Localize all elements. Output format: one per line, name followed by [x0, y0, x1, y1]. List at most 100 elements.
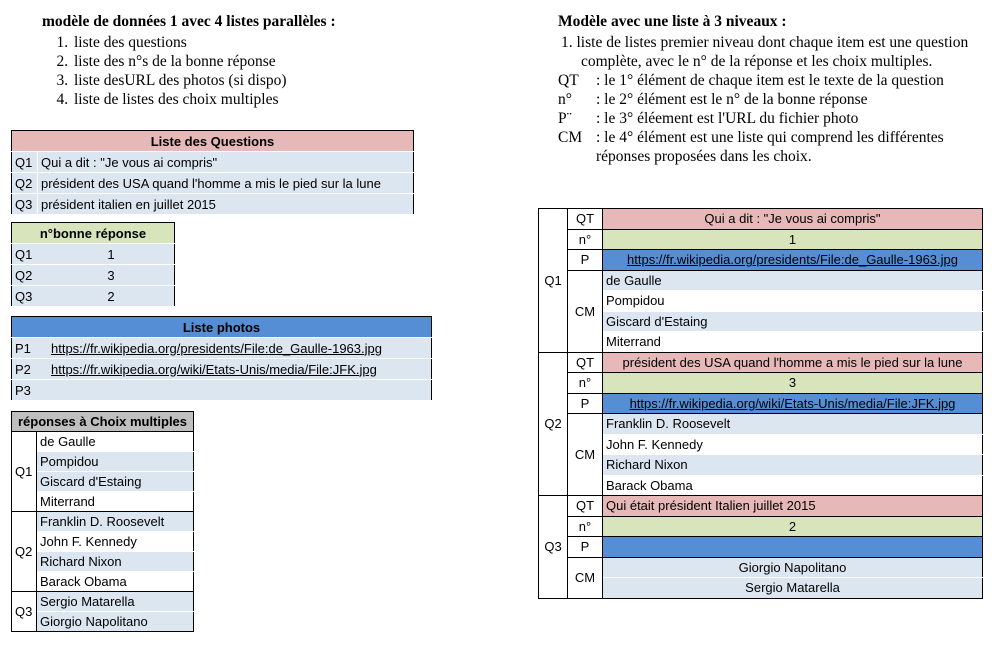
table-row: n° 3 — [539, 372, 983, 394]
choice-option: John F. Kennedy — [36, 531, 194, 552]
table-row: Giscard d'Estaing — [539, 311, 983, 332]
nested-photo-url-link[interactable]: https://fr.wikipedia.org/wiki/Etats-Unis… — [629, 395, 956, 411]
legend-key: n° — [558, 91, 572, 108]
nested-key: n° — [567, 516, 603, 537]
right-intro: Modèle avec une liste à 3 niveaux : 1. l… — [558, 12, 998, 166]
photo-url-link[interactable]: https://fr.wikipedia.org/presidents/File… — [51, 340, 382, 356]
choice-option: Pompidou — [36, 451, 194, 472]
nested-question-text: Qui a dit : "Je vous ai compris" — [602, 208, 983, 230]
nested-choice: John F. Kennedy — [602, 434, 983, 455]
answer-id: Q1 — [11, 243, 48, 265]
left-intro-item: liste des n°s de la bonne réponse — [72, 52, 512, 71]
choice-option: Barack Obama — [36, 571, 194, 592]
left-intro: modèle de données 1 avec 4 listes parall… — [42, 12, 512, 109]
nested-list-table: Q1 QT Qui a dit : "Je vous ai compris" n… — [538, 208, 983, 599]
answer-value: 1 — [48, 243, 175, 265]
legend-row: n° : le 2° élément est le n° de la bonne… — [558, 90, 998, 109]
legend-row: P¨ : le 3° éléement est l'URL du fichier… — [558, 109, 998, 128]
table-row: Q3 Sergio Matarella — [11, 591, 194, 632]
table-row: Q1 QT Qui a dit : "Je vous ai compris" — [538, 208, 983, 353]
table-row: n° 1 — [539, 229, 983, 250]
nested-choice: Pompidou — [602, 290, 983, 312]
table-row: Q2 3 — [11, 264, 175, 286]
right-intro-title: Modèle avec une liste à 3 niveaux : — [558, 13, 787, 30]
answer-id: Q2 — [11, 264, 48, 286]
table-row: Q1 de Gaulle — [11, 431, 194, 512]
table-row: Giorgio Napolitano — [12, 611, 194, 632]
legend-text: : le 4° élément est une liste qui compre… — [596, 129, 944, 165]
legend-text: : le 1° élément de chaque item est le te… — [596, 72, 944, 89]
table-row: Q1 Qui a dit : "Je vous ai compris" — [11, 151, 414, 173]
nested-choice: Richard Nixon — [602, 454, 983, 476]
nested-question-id: Q1 — [538, 208, 568, 353]
table-row: CM de Gaulle — [539, 270, 983, 353]
nested-key: n° — [567, 229, 603, 250]
left-intro-item: liste desURL des photos (si dispo) — [72, 71, 512, 90]
nested-key: QT — [567, 495, 603, 517]
nested-choice: Giorgio Napolitano — [602, 557, 983, 578]
choice-option: Richard Nixon — [36, 551, 194, 572]
choice-option: Franklin D. Roosevelt — [36, 511, 194, 532]
nested-choice: Sergio Matarella — [602, 577, 983, 598]
nested-question-id: Q2 — [538, 352, 568, 496]
photos-table-header: Liste photos — [11, 316, 432, 338]
choice-option: Miterrand — [36, 491, 194, 512]
legend-row: QT : le 1° élément de chaque item est le… — [558, 71, 998, 90]
table-row: P — [539, 536, 983, 558]
answer-value: 2 — [48, 285, 175, 307]
nested-choice: Giscard d'Estaing — [602, 311, 983, 332]
nested-answer-number: 1 — [602, 229, 983, 250]
photo-id: P2 — [11, 358, 48, 380]
nested-answer-number: 3 — [602, 372, 983, 394]
table-row: Barack Obama — [539, 475, 983, 496]
photo-id: P3 — [11, 379, 48, 401]
table-row: Q3 QT Qui était président Italien juille… — [538, 495, 983, 598]
photos-table: Liste photos P1 https://fr.wikipedia.org… — [11, 316, 432, 401]
nested-key: CM — [567, 270, 603, 353]
nested-answer-number: 2 — [602, 516, 983, 537]
choice-option: Giscard d'Estaing — [36, 471, 194, 492]
answer-value: 3 — [48, 264, 175, 286]
choice-option: Giorgio Napolitano — [36, 611, 194, 632]
choice-group-id: Q2 — [11, 511, 37, 592]
nested-photo-url-link[interactable]: https://fr.wikipedia.org/presidents/File… — [627, 252, 958, 268]
choices-table-header: réponses à Choix multiples — [11, 411, 194, 432]
nested-question-text: président des USA quand l'homme a mis le… — [602, 352, 983, 373]
nested-choice: Franklin D. Roosevelt — [602, 413, 983, 435]
choice-option: Sergio Matarella — [36, 591, 194, 612]
table-row: Richard Nixon — [539, 454, 983, 476]
table-row: Q2 président des USA quand l'homme a mis… — [11, 172, 414, 194]
table-row: Barack Obama — [12, 571, 194, 592]
table-row: Q2 QT président des USA quand l'homme a … — [538, 352, 983, 496]
table-row: Miterrand — [12, 491, 194, 512]
nested-key: QT — [567, 352, 603, 373]
table-row: Giscard d'Estaing — [12, 471, 194, 492]
table-row: CM Franklin D. Roosevelt — [539, 413, 983, 496]
left-intro-item: liste des questions — [72, 33, 512, 52]
question-text: président italien en juillet 2015 — [37, 193, 414, 215]
table-row: P1 https://fr.wikipedia.org/presidents/F… — [11, 337, 432, 359]
nested-key: P — [567, 393, 603, 414]
answers-table-header: n°bonne réponse — [11, 222, 175, 244]
left-intro-list: liste des questions liste des n°s de la … — [42, 33, 512, 109]
table-row: n° 2 — [539, 516, 983, 537]
answer-id: Q3 — [11, 285, 48, 307]
table-row: Miterrand — [539, 331, 983, 353]
table-row: Pompidou — [539, 290, 983, 312]
table-row: P https://fr.wikipedia.org/presidents/Fi… — [539, 249, 983, 271]
photo-url-link[interactable]: https://fr.wikipedia.org/wiki/Etats-Unis… — [51, 361, 377, 377]
nested-key: n° — [567, 372, 603, 394]
legend-key: P¨ — [558, 110, 572, 127]
table-row: P2 https://fr.wikipedia.org/wiki/Etats-U… — [11, 358, 432, 380]
photo-url-empty — [48, 379, 432, 401]
nested-key: P — [567, 249, 603, 271]
legend-text: : le 2° élément est le n° de la bonne ré… — [596, 91, 868, 108]
table-row: Q1 1 — [11, 243, 175, 265]
nested-question-text: Qui était président Italien juillet 2015 — [602, 495, 983, 517]
question-text: président des USA quand l'homme a mis le… — [37, 172, 414, 194]
table-row: P3 — [11, 379, 432, 401]
nested-key: P — [567, 536, 603, 558]
table-row: John F. Kennedy — [539, 434, 983, 455]
question-id: Q2 — [11, 172, 38, 194]
legend-key: QT — [558, 72, 579, 89]
